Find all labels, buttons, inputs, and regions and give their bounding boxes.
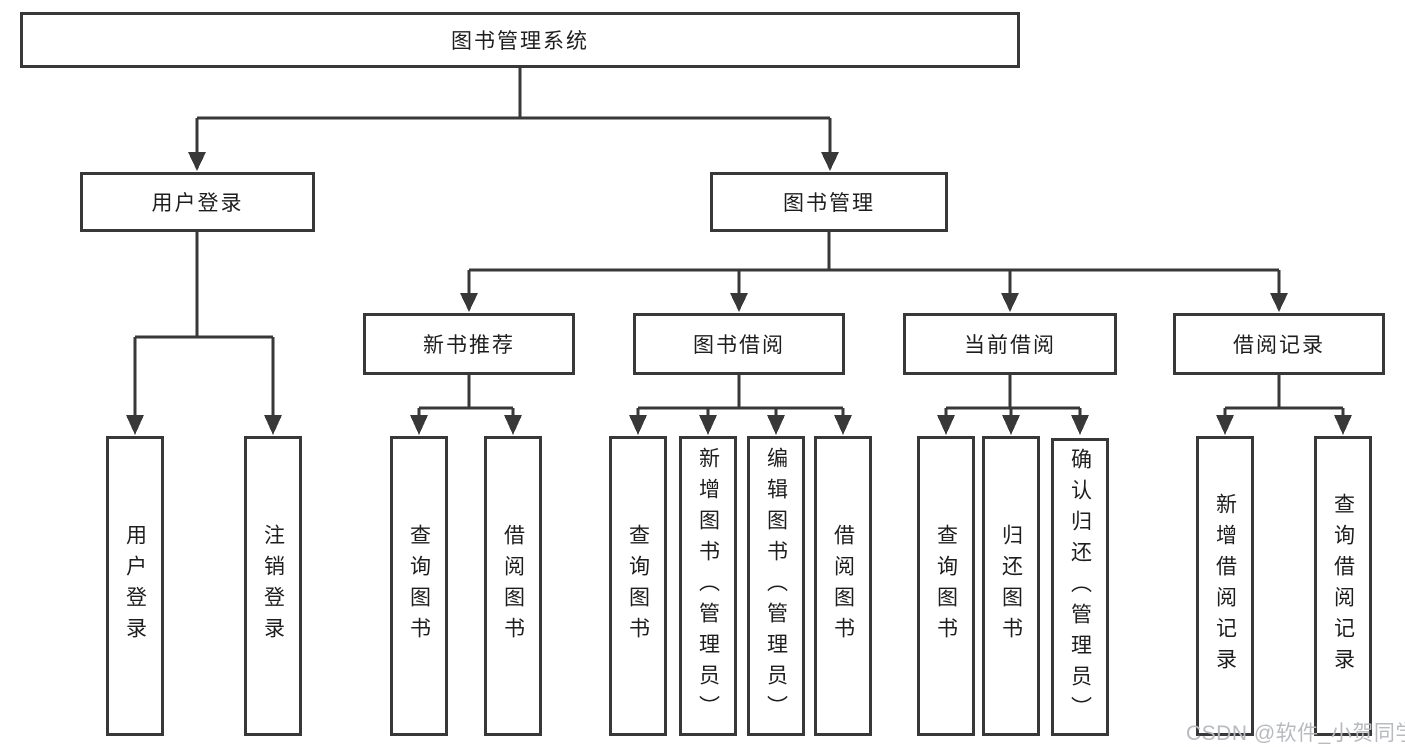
leaf-bb-add-books-admin: 新增图书（管理员） — [679, 436, 737, 736]
leaf-user-login: 用户登录 — [106, 436, 164, 736]
leaf-br-add-record-label: 新增借阅记录 — [1213, 493, 1237, 679]
leaf-br-add-record: 新增借阅记录 — [1196, 436, 1254, 736]
leaf-cb-return-books-label: 归还图书 — [999, 524, 1023, 648]
connector-borrowing-records — [1223, 373, 1345, 418]
leaf-logout: 注销登录 — [244, 436, 302, 736]
leaf-cb-query-books-label: 查询图书 — [934, 524, 958, 648]
node-user-login: 用户登录 — [80, 172, 315, 232]
leaf-nbr-borrow-books: 借阅图书 — [484, 436, 542, 736]
connector-current-borrowing — [944, 373, 1082, 418]
node-book-borrowing: 图书借阅 — [633, 313, 845, 375]
node-root: 图书管理系统 — [20, 12, 1020, 68]
leaf-br-query-record-label: 查询借阅记录 — [1331, 493, 1355, 679]
leaf-bb-add-books-admin-label: 新增图书（管理员） — [696, 446, 720, 726]
leaf-logout-label: 注销登录 — [261, 524, 285, 648]
leaf-br-query-record: 查询借阅记录 — [1314, 436, 1372, 736]
node-borrowing-records: 借阅记录 — [1173, 313, 1385, 375]
arrowheads — [126, 152, 1352, 435]
connector-root — [195, 66, 832, 155]
leaf-nbr-query-books-label: 查询图书 — [407, 524, 431, 648]
leaf-nbr-query-books: 查询图书 — [390, 436, 448, 736]
node-user-login-label: 用户登录 — [151, 192, 244, 215]
node-book-borrowing-label: 图书借阅 — [693, 334, 785, 357]
leaf-nbr-borrow-books-label: 借阅图书 — [501, 524, 525, 648]
leaf-cb-confirm-return-admin-label: 确认归还（管理员） — [1068, 447, 1092, 727]
leaf-bb-edit-books-admin: 编辑图书（管理员） — [747, 436, 805, 736]
leaf-bb-query-books-label: 查询图书 — [626, 524, 650, 648]
node-new-book-recommend: 新书推荐 — [363, 313, 575, 375]
connector-new-book-recommend — [417, 373, 515, 418]
node-book-management-label: 图书管理 — [783, 192, 875, 215]
leaf-cb-query-books: 查询图书 — [917, 436, 975, 736]
leaf-cb-return-books: 归还图书 — [982, 436, 1040, 736]
connector-book-management — [467, 230, 1281, 296]
watermark: CSDN @软件_小贺同学 — [1186, 722, 1405, 745]
leaf-user-login-label: 用户登录 — [123, 524, 147, 648]
leaf-bb-borrow-books: 借阅图书 — [814, 436, 872, 736]
connector-user-login — [133, 230, 275, 418]
leaf-bb-query-books: 查询图书 — [609, 436, 667, 736]
leaf-cb-confirm-return-admin: 确认归还（管理员） — [1051, 438, 1109, 736]
node-current-borrowing: 当前借阅 — [903, 313, 1117, 375]
leaf-bb-borrow-books-label: 借阅图书 — [831, 524, 855, 648]
connector-book-borrowing — [636, 373, 845, 418]
node-borrowing-records-label: 借阅记录 — [1233, 334, 1325, 357]
node-new-book-recommend-label: 新书推荐 — [423, 334, 515, 357]
leaf-bb-edit-books-admin-label: 编辑图书（管理员） — [764, 446, 788, 726]
node-book-management: 图书管理 — [710, 172, 948, 232]
node-root-label: 图书管理系统 — [451, 30, 589, 53]
node-current-borrowing-label: 当前借阅 — [964, 334, 1056, 357]
